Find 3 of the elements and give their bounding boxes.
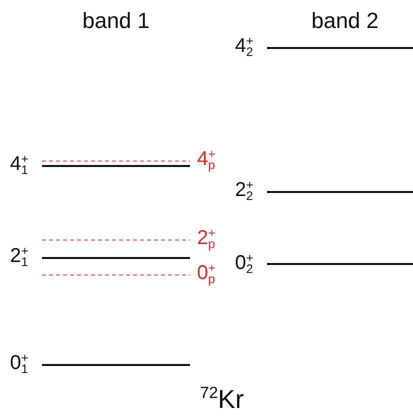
band-label: band 2 [311, 10, 379, 32]
nucleus-label: $^{72}$Kr [200, 386, 244, 412]
band-label: band 1 [82, 10, 150, 32]
